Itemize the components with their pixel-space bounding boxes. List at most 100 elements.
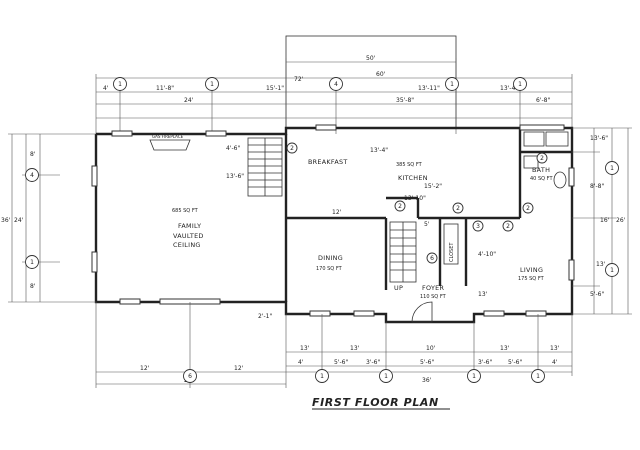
dim-bottom-row3-2: 12': [234, 365, 244, 372]
interior-dimensions: 4'-6" 13'-6" 13'-4" 13'-10" 12' 5' 15'-2…: [226, 145, 496, 320]
dim-bottom-row2-4: 5'-6": [420, 359, 434, 366]
dim-bottom-row1-4: 13': [500, 345, 510, 352]
dim-bottom-row2-7: 4': [552, 359, 558, 366]
dim-top-seg-4: 13'-11": [418, 85, 440, 92]
grid-bubble-bottom-4: 1: [472, 373, 476, 380]
grid-bubble-left-1: 4: [30, 172, 34, 179]
interior-dim-4: 13'-10": [404, 195, 426, 202]
door-tag-1: 2: [290, 145, 294, 152]
dim-top-seg-1: 4': [103, 85, 109, 92]
dim-top-seg-3: 15'-1": [266, 85, 284, 92]
family-room-name: FAMILY: [178, 222, 201, 230]
bath-fixtures: [523, 131, 569, 189]
door-tag-5: 3: [476, 223, 480, 230]
dim-bottom-row2-1: 4': [298, 359, 304, 366]
door-tag-4: 2: [526, 205, 530, 212]
dim-bottom-row1-2: 13': [350, 345, 360, 352]
dim-left-1: 8': [30, 151, 36, 158]
family-room-area: 685 SQ FT: [172, 208, 199, 214]
bottom-dimension-labels: 13' 13' 10' 13' 13' 4' 5'-6" 3'-6" 5'-6"…: [140, 345, 560, 384]
foyer-room-area: 110 SQ FT: [420, 294, 447, 300]
dim-right-5: 13': [596, 261, 606, 268]
dim-bottom-row3-1: 12': [140, 365, 150, 372]
right-grid-bubbles: 1 1: [605, 161, 619, 277]
dim-top-seg-2: 11'-8": [156, 85, 174, 92]
door-tag-6: 6: [430, 255, 434, 262]
top-dimension-labels: 50' 60' 4' 11'-8" 15'-1" 13'-11" 13'-4" …: [103, 55, 550, 104]
door-tag-3: 2: [456, 205, 460, 212]
interior-dim-9: 13': [478, 291, 488, 298]
grid-bubble-right-1: 1: [610, 165, 614, 172]
grid-bubble-bottom-2: 1: [320, 373, 324, 380]
dim-bottom-row1-1: 13': [300, 345, 310, 352]
family-room-note: VAULTED: [173, 232, 204, 240]
grid-bubble-left-2: 1: [30, 259, 34, 266]
grid-bubble-top-3: 4: [334, 81, 338, 88]
top-dimension-lines: [95, 58, 573, 134]
interior-dim-8: 4'-10": [478, 251, 496, 258]
door-tag-8: 2: [506, 223, 510, 230]
bath-room-area: 40 SQ FT: [530, 176, 553, 182]
main-stair: UP: [389, 221, 417, 292]
dim-top-row2-1: 24': [184, 97, 194, 104]
breakfast-room-name: BREAKFAST: [308, 158, 348, 166]
dim-top-row2-2: 35'-8": [396, 97, 414, 104]
right-dimension-lines: [572, 127, 632, 315]
grid-bubble-top-5: 1: [518, 81, 522, 88]
bottom-grid-bubbles: 6 1 1 1 1: [183, 369, 545, 383]
grid-bubble-top-1: 1: [118, 81, 122, 88]
dim-left-2: 8': [30, 283, 36, 290]
grid-bubble-right-2: 1: [610, 267, 614, 274]
dim-right-2: 8'-8": [590, 183, 604, 190]
kitchen-area: 385 SQ FT: [396, 162, 423, 168]
dim-top-seg-5: 13'-4": [500, 85, 518, 92]
dim-bottom-row2-2: 5'-6": [334, 359, 348, 366]
grid-bubble-bottom-5: 1: [536, 373, 540, 380]
kitchen-room-name: KITCHEN: [398, 174, 428, 182]
dim-top-row2-3: 6'-8": [536, 97, 550, 104]
interior-dim-3: 13'-4": [370, 147, 388, 154]
dim-bottom-row2-6: 5'-6": [508, 359, 522, 366]
dim-left-4: 36': [1, 217, 11, 224]
dim-bottom-row2-5: 3'-6": [478, 359, 492, 366]
grid-bubble-top-4: 1: [450, 81, 454, 88]
dining-room-name: DINING: [318, 254, 343, 262]
left-grid-bubbles: 4 1: [25, 168, 39, 269]
interior-dim-2: 13'-6": [226, 173, 244, 180]
left-dimension-labels: 8' 8' 24' 36': [1, 151, 36, 290]
dim-top-outer: 50': [366, 55, 376, 62]
dim-bottom-row1-3: 10': [426, 345, 436, 352]
dim-right-4: 5'-6": [590, 291, 604, 298]
bottom-dimension-lines: [95, 302, 573, 388]
dim-left-3: 24': [14, 217, 24, 224]
dim-right-3: 16': [600, 217, 610, 224]
family-room-note2: CEILING: [173, 241, 201, 249]
bath-room-name: BATH: [532, 166, 550, 174]
dim-bottom-row3-3: 36': [422, 377, 432, 384]
windows: [91, 124, 575, 317]
interior-dim-5: 12': [332, 209, 342, 216]
dim-right-1: 13'-6": [590, 135, 608, 142]
plan-title: FIRST FLOOR PLAN: [312, 396, 439, 409]
right-dimension-labels: 13'-6" 8'-8" 16' 5'-6" 13' 26': [590, 135, 626, 298]
interior-walls: [284, 128, 572, 302]
interior-dim-7: 15'-2": [424, 183, 442, 190]
dim-bottom-row2-3: 3'-6": [366, 359, 380, 366]
grid-bubble-top-2: 1: [210, 81, 214, 88]
foyer-room-name: FOYER: [422, 284, 444, 292]
fireplace-label: GAS FIREPLACE: [152, 134, 184, 139]
interior-dim-1: 4'-6": [226, 145, 240, 152]
interior-dim-10: 2'-1": [258, 313, 272, 320]
entry-door: CLOSET: [411, 223, 459, 323]
dim-top-mid: 60': [376, 71, 386, 78]
closet-label: CLOSET: [449, 242, 455, 262]
grid-bubble-bottom-1: 6: [188, 373, 192, 380]
door-tag-7: 2: [540, 155, 544, 162]
rear-projection-outline: [285, 35, 457, 129]
fireplace: GAS FIREPLACE: [149, 134, 191, 151]
dining-room-area: 170 SQ FT: [316, 266, 343, 272]
rear-stair: [247, 137, 283, 197]
dim-right-6: 26': [616, 217, 626, 224]
interior-dim-6: 5': [424, 221, 430, 228]
